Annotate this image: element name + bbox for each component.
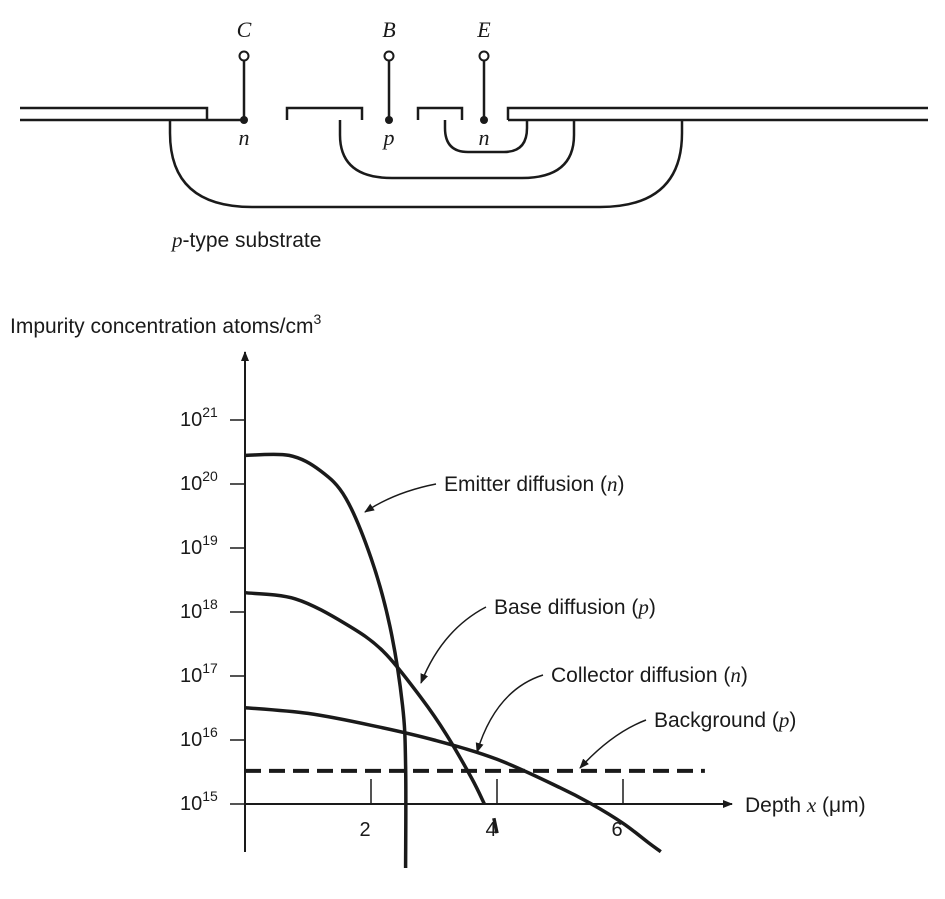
x-tick-label: 4 <box>485 819 496 841</box>
cross-section: C B E n p n p-type substrate <box>20 17 928 252</box>
base-curve-tail <box>492 817 499 834</box>
base-terminal-label: B <box>382 17 395 42</box>
x-tick-label: 2 <box>359 819 370 841</box>
emitter-leader-arrow <box>364 483 437 513</box>
base-curve-label: Base diffusion (p) <box>494 595 656 619</box>
base-terminal: B <box>382 17 396 124</box>
y-axis-title: Impurity concentration atoms/cm3 <box>10 311 321 338</box>
base-curve <box>244 590 486 805</box>
emitter-annotation: Emitter diffusion (n) <box>364 472 625 513</box>
base-annotation: Base diffusion (p) <box>420 595 656 684</box>
emitter-curve-label: Emitter diffusion (n) <box>444 472 625 496</box>
substrate-label: p-type substrate <box>170 228 321 252</box>
collector-leader-arrow <box>475 674 544 753</box>
emitter-terminal: E <box>476 17 491 124</box>
collector-region-label: n <box>239 125 250 150</box>
curves <box>244 452 705 869</box>
collector-curve <box>244 705 662 854</box>
x-tick-label: 6 <box>611 819 622 841</box>
background-annotation: Background (p) <box>579 708 796 769</box>
x-axis-title: Depth x (μm) <box>745 793 866 817</box>
emitter-region-label: n <box>479 125 490 150</box>
oxide-layer <box>20 106 928 122</box>
y-tick-label: 1017 <box>180 660 218 687</box>
base-leader-arrow <box>420 606 487 684</box>
emitter-curve <box>244 452 408 869</box>
emitter-terminal-label: E <box>476 17 491 42</box>
y-tick-label: 1019 <box>180 532 218 559</box>
y-ticks: 1015 1016 1017 1018 1019 1020 1021 <box>180 404 245 815</box>
y-tick-label: 1015 <box>180 788 218 815</box>
base-region <box>338 120 576 180</box>
y-tick-label: 1021 <box>180 404 218 431</box>
y-tick-label: 1018 <box>180 596 218 623</box>
x-ticks: 2 4 6 <box>359 779 624 841</box>
y-tick-label: 1020 <box>180 468 218 495</box>
emitter-region <box>443 120 529 154</box>
background-leader-arrow <box>579 719 647 769</box>
base-region-label: p <box>382 125 395 150</box>
collector-region <box>168 120 684 209</box>
collector-terminal: C <box>237 17 252 124</box>
impurity-profile-chart: Impurity concentration atoms/cm3 Depth x… <box>10 311 866 869</box>
collector-curve-label: Collector diffusion (n) <box>551 663 748 687</box>
collector-terminal-label: C <box>237 17 252 42</box>
y-tick-label: 1016 <box>180 724 218 751</box>
collector-annotation: Collector diffusion (n) <box>475 663 748 753</box>
background-curve-label: Background (p) <box>654 708 796 732</box>
